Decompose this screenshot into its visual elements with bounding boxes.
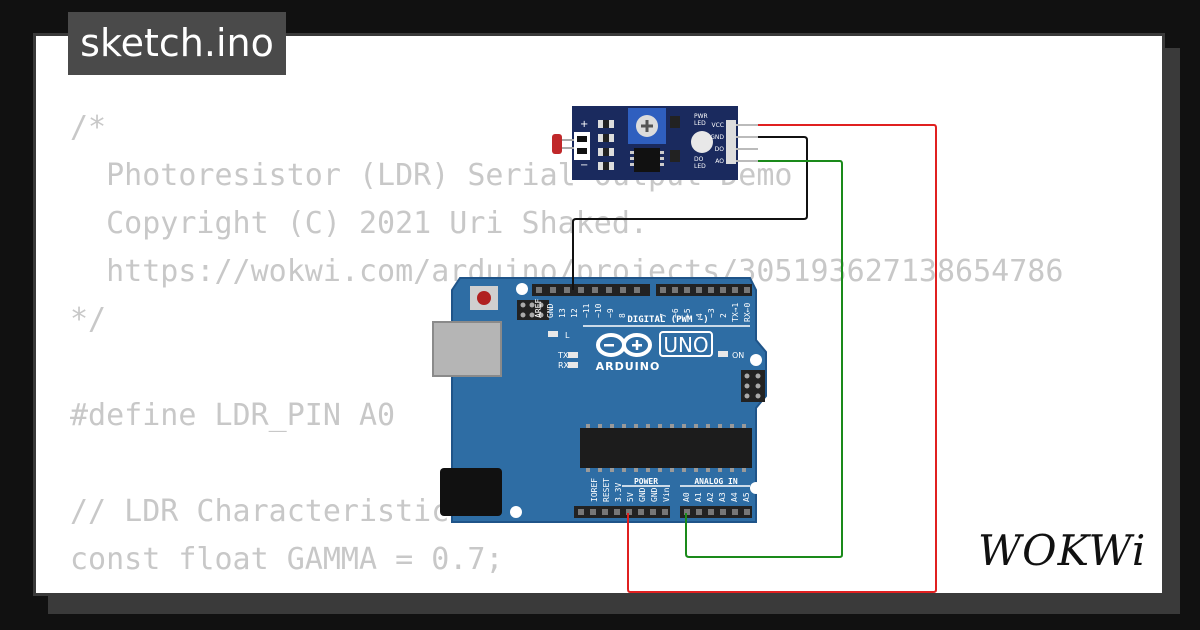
svg-text:~3: ~3: [707, 308, 716, 318]
atmega-chip: [580, 428, 752, 468]
led-on-label: ON: [732, 351, 744, 360]
svg-text:GND: GND: [650, 487, 659, 502]
power-header[interactable]: [574, 506, 670, 518]
svg-text:Vin: Vin: [662, 487, 671, 502]
digital-label: DIGITAL (PWM ~): [627, 315, 708, 325]
svg-text:~9: ~9: [606, 308, 615, 318]
code-line: // LDR Characteristics: [70, 494, 468, 529]
pwr-led-icon: [691, 131, 713, 153]
smd-component: [670, 116, 680, 128]
svg-text:~6: ~6: [671, 308, 680, 318]
svg-text:AO: AO: [715, 158, 724, 165]
svg-text:5V: 5V: [626, 492, 635, 502]
svg-text:7: 7: [659, 313, 668, 318]
mounting-hole: [750, 482, 762, 494]
ldr-socket-pin: [577, 148, 587, 154]
analog-header[interactable]: [680, 506, 752, 518]
svg-text:2: 2: [719, 313, 728, 318]
mounting-hole: [516, 283, 528, 295]
svg-text:A2: A2: [706, 492, 715, 502]
module-header[interactable]: [726, 120, 736, 164]
header-pins-bottom: [578, 509, 750, 515]
svg-text:12: 12: [570, 308, 579, 318]
file-tab[interactable]: sketch.ino: [68, 12, 286, 75]
svg-text:VCC: VCC: [712, 122, 724, 129]
svg-text:4: 4: [695, 313, 704, 318]
arduino-uno-board[interactable]: AREF GND 13 12 ~11 ~10 ~9 8 7 ~6 ~5 4 ~3…: [432, 277, 767, 523]
smd-component: [670, 150, 680, 162]
svg-text:~5: ~5: [683, 308, 692, 318]
usb-port: [432, 321, 502, 377]
svg-text:3.3V: 3.3V: [614, 483, 623, 502]
chip-pins: [586, 424, 746, 472]
led-on-icon: [718, 351, 728, 357]
plus-label: +: [580, 119, 588, 130]
led-rx-icon: [568, 362, 578, 368]
module-header-pins: [736, 124, 758, 162]
arduino-infinity-icon: [596, 333, 652, 357]
svg-text:RESET: RESET: [602, 478, 611, 502]
code-line: Copyright (C) 2021 Uri Shaked.: [70, 206, 648, 241]
led-rx-label: RX: [558, 361, 570, 370]
wire-gnd[interactable]: [572, 136, 808, 290]
svg-text:RX←0: RX←0: [743, 303, 752, 322]
svg-text:~11: ~11: [582, 303, 591, 318]
module-pin-labels: VCC GND DO AO: [710, 122, 724, 165]
svg-text:TX→1: TX→1: [731, 303, 740, 322]
svg-text:GND: GND: [546, 303, 555, 318]
led-tx-icon: [568, 352, 578, 358]
svg-text:A5: A5: [742, 492, 751, 502]
led-tx-label: TX: [557, 351, 569, 360]
svg-text:AREF: AREF: [534, 299, 543, 318]
svg-text:A1: A1: [694, 492, 703, 502]
icsp-header-top: [517, 300, 549, 320]
svg-text:IOREF: IOREF: [590, 478, 599, 502]
led-l-icon: [548, 331, 558, 337]
header-pins-top: [536, 287, 750, 293]
analog-pin-labels: A0 A1 A2 A3 A4 A5: [682, 492, 751, 502]
svg-text:DO: DO: [715, 146, 725, 153]
digital-pin-labels: AREF GND 13 12 ~11 ~10 ~9 8 7 ~6 ~5 4 ~3…: [534, 299, 752, 322]
wire-vcc-5v[interactable]: [627, 124, 937, 593]
svg-text:13: 13: [558, 308, 567, 318]
arduino-logo-symbols: [604, 340, 642, 350]
ldr-socket-pin: [577, 136, 587, 142]
digital-header-left[interactable]: [532, 284, 650, 296]
wire-ao-a0[interactable]: [685, 160, 843, 558]
pwr-led-label: PWR: [694, 113, 708, 120]
svg-text:GND: GND: [638, 487, 647, 502]
svg-text:~10: ~10: [594, 303, 603, 318]
digital-header-right[interactable]: [656, 284, 752, 296]
svg-text:A0: A0: [682, 492, 691, 502]
svg-text:GND: GND: [710, 134, 724, 141]
icsp-header-right: [741, 370, 765, 402]
do-led-label: DO: [694, 156, 704, 163]
led-l-label: L: [565, 331, 570, 340]
wokwi-logo: WOKWi: [978, 526, 1147, 575]
analog-label: ANALOG IN: [694, 477, 738, 486]
svg-text:LED: LED: [694, 120, 706, 127]
ldr-sensor: [552, 134, 562, 154]
svg-text:LED: LED: [694, 163, 706, 170]
model-label: UNO: [663, 333, 708, 357]
comparator-chip: [634, 148, 660, 172]
mounting-hole: [510, 506, 522, 518]
photoresistor-module[interactable]: + − PWR LED DO LED VCC GND DO AO: [552, 106, 758, 180]
reset-button-cap[interactable]: [477, 291, 491, 305]
minus-label: −: [580, 160, 588, 171]
svg-text:A4: A4: [730, 492, 739, 502]
power-pin-labels: IOREF RESET 3.3V 5V GND GND Vin: [590, 478, 671, 502]
svg-text:A3: A3: [718, 492, 727, 502]
code-line: /*: [70, 110, 107, 145]
power-label: POWER: [634, 477, 658, 486]
brand-label: ARDUINO: [596, 360, 661, 373]
mounting-hole: [750, 354, 762, 366]
code-line: const float GAMMA = 0.7;: [70, 542, 504, 577]
uno-badge: [659, 331, 713, 357]
code-line: */: [70, 302, 107, 337]
svg-text:8: 8: [618, 313, 627, 318]
code-line: #define LDR_PIN A0: [70, 398, 396, 433]
power-jack: [440, 468, 502, 516]
